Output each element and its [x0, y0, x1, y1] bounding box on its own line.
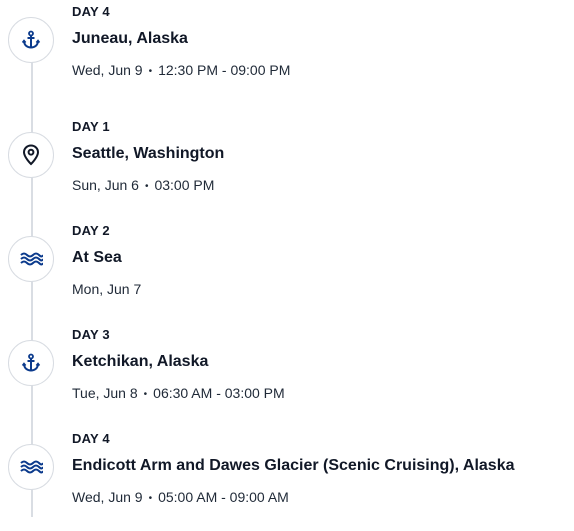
waves-icon — [8, 444, 54, 490]
itinerary-stop: DAY 4 Juneau, Alaska Wed, Jun 9 • 12:30 PM… — [0, 0, 574, 104]
anchor-icon — [8, 17, 54, 63]
schedule: Mon, Jun 7 — [72, 281, 141, 297]
itinerary-stop: DAY 1 Seattle, Washington Sun, Jun 6 • 03:… — [0, 115, 574, 219]
date: Tue, Jun 8 — [72, 385, 138, 401]
separator-dot: • — [148, 66, 153, 77]
schedule: Wed, Jun 9 • 12:30 PM - 09:00 PM — [72, 62, 290, 78]
waves-icon — [8, 236, 54, 282]
time: 03:00 PM — [154, 177, 215, 193]
time: 05:00 AM - 09:00 AM — [158, 489, 289, 505]
time: 12:30 PM - 09:00 PM — [158, 62, 291, 78]
port-name: Juneau, Alaska — [72, 30, 188, 47]
date: Wed, Jun 9 — [72, 489, 143, 505]
itinerary-stop: DAY 4 Endicott Arm and Dawes Glacier (Sc… — [0, 427, 574, 531]
day-label: DAY 4 — [72, 431, 110, 446]
schedule: Tue, Jun 8 • 06:30 AM - 03:00 PM — [72, 385, 285, 401]
date: Wed, Jun 9 — [72, 62, 143, 78]
date: Sun, Jun 6 — [72, 177, 139, 193]
separator-dot: • — [143, 389, 148, 400]
date: Mon, Jun 7 — [72, 281, 142, 297]
anchor-icon — [8, 340, 54, 386]
schedule: Wed, Jun 9 • 05:00 AM - 09:00 AM — [72, 489, 289, 505]
location-pin-icon — [8, 132, 54, 178]
time: 06:30 AM - 03:00 PM — [153, 385, 285, 401]
itinerary-stop: DAY 3 Ketchikan, Alaska Tue, Jun 8 • 06:30… — [0, 323, 574, 427]
day-label: DAY 2 — [72, 223, 110, 238]
port-name: At Sea — [72, 249, 122, 266]
port-name: Endicott Arm and Dawes Glacier (Scenic C… — [72, 457, 515, 474]
cruise-itinerary: DAY 1 Seattle, Washington Sun, Jun 6 • 03:… — [0, 0, 574, 517]
itinerary-stop: DAY 2 At Sea Mon, Jun 7 — [0, 219, 574, 323]
day-label: DAY 1 — [72, 119, 110, 134]
day-label: DAY 3 — [72, 327, 110, 342]
separator-dot: • — [148, 493, 153, 504]
schedule: Sun, Jun 6 • 03:00 PM — [72, 177, 214, 193]
port-name: Seattle, Washington — [72, 145, 225, 162]
port-name: Ketchikan, Alaska — [72, 353, 209, 370]
separator-dot: • — [144, 181, 149, 192]
day-label: DAY 4 — [72, 4, 110, 19]
